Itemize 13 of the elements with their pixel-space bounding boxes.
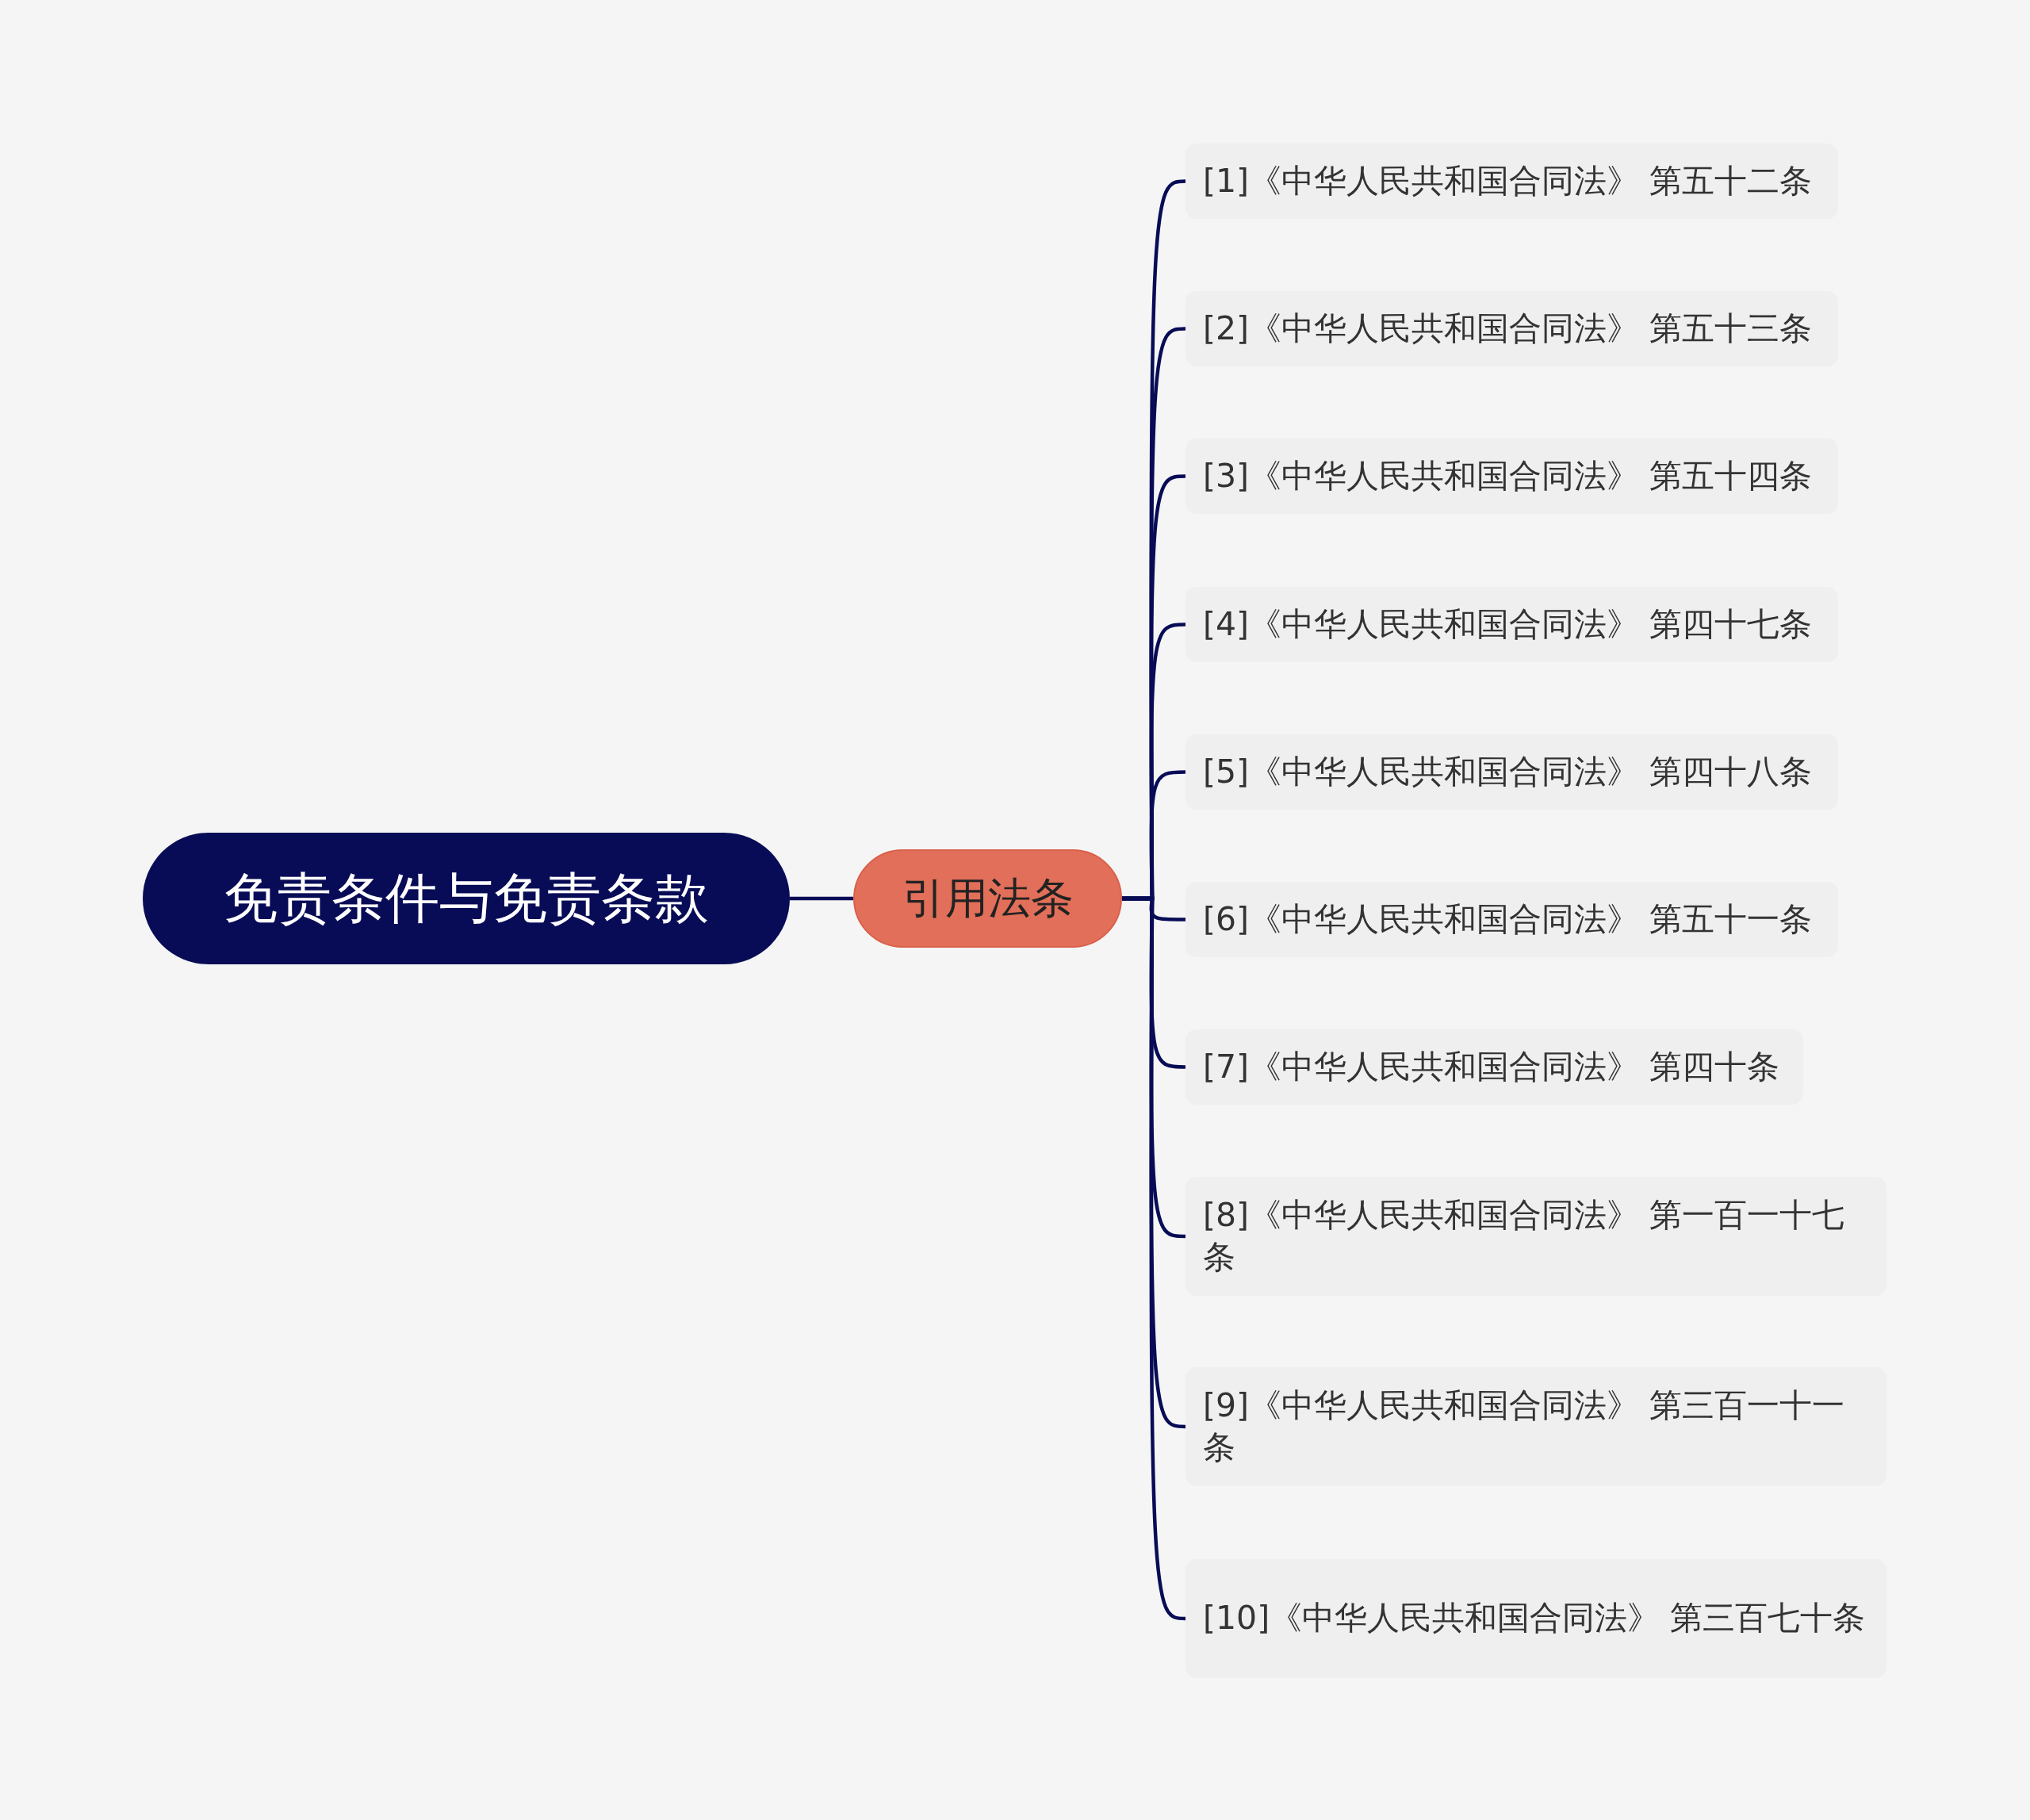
citation-box: [2]《中华人民共和国合同法》 第五十三条 bbox=[1185, 291, 1838, 366]
citation-box: [8]《中华人民共和国合同法》 第一百一十七条 bbox=[1185, 1177, 1886, 1296]
citation-box: [5]《中华人民共和国合同法》 第四十八条 bbox=[1185, 734, 1838, 810]
citation-box: [1]《中华人民共和国合同法》 第五十二条 bbox=[1185, 144, 1838, 219]
citation-box: [10]《中华人民共和国合同法》 第三百七十条 bbox=[1185, 1559, 1886, 1678]
root-pill: 免责条件与免责条款 bbox=[143, 833, 790, 964]
connector-line bbox=[790, 896, 853, 901]
citation-box: [9]《中华人民共和国合同法》 第三百一十一条 bbox=[1185, 1367, 1886, 1486]
citation-box: [4]《中华人民共和国合同法》 第四十七条 bbox=[1185, 587, 1838, 662]
citation-box: [7]《中华人民共和国合同法》 第四十条 bbox=[1185, 1029, 1803, 1105]
topic-pill: 引用法条 bbox=[853, 849, 1122, 948]
citation-box: [6]《中华人民共和国合同法》 第五十一条 bbox=[1185, 882, 1838, 957]
citation-box: [3]《中华人民共和国合同法》 第五十四条 bbox=[1185, 439, 1838, 514]
